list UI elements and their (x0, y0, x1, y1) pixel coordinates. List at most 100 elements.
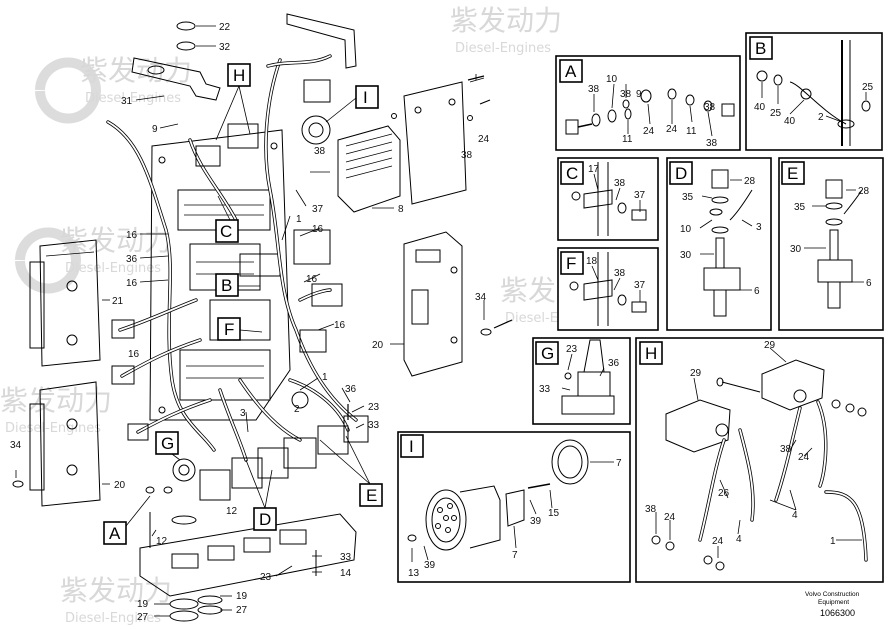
ecu-module (337, 74, 485, 213)
letter-box-e: E (366, 486, 377, 505)
letter-box-b: B (221, 276, 232, 295)
letter-box-d: D (259, 510, 271, 529)
callout: 40 (784, 116, 796, 127)
callout: 38 (780, 444, 792, 455)
wiring-harness (106, 54, 358, 462)
left-enclosure-lower (29, 381, 101, 507)
watermark-text: 紫发动力 (60, 224, 172, 257)
detail-letter-f: F (566, 254, 576, 273)
callout: 34 (475, 292, 487, 303)
callout: 4 (736, 534, 742, 545)
callout: 23 (566, 344, 578, 355)
callout: 27 (137, 612, 149, 623)
callout: 7 (616, 458, 622, 469)
detail-panel-d: D 28 35 10 3 30 6 (666, 157, 772, 331)
callout: 11 (622, 134, 633, 145)
callout: 33 (539, 384, 551, 395)
callout: 38 (620, 89, 632, 100)
footer-block: Volvo Construction Equipment 1066300 (805, 591, 860, 618)
top-bracket (131, 13, 357, 101)
letter-box-c: C (220, 222, 232, 241)
callout: 19 (137, 599, 149, 610)
callout: 30 (680, 250, 692, 261)
callout: 6 (866, 278, 872, 289)
callout: 25 (862, 82, 874, 93)
footer-division: Equipment (818, 599, 849, 606)
callout: 38 (704, 102, 716, 113)
callout: 36 (126, 254, 138, 265)
callout: 1 (322, 372, 328, 383)
upper-bracket (286, 13, 357, 69)
watermark-logo-icon (35, 57, 101, 124)
watermark-sub: Diesel-Engines (65, 261, 161, 276)
callout: 16 (128, 349, 140, 360)
callout: 26 (718, 488, 730, 499)
callout: 24 (478, 134, 490, 145)
clamp-strap (789, 81, 847, 125)
callout: 9 (152, 124, 158, 135)
callout: 38 (588, 84, 600, 95)
callout: 36 (608, 358, 620, 369)
callout: 24 (666, 124, 678, 135)
callout: 24 (798, 452, 810, 463)
gasket-plate (139, 512, 357, 622)
callout: 16 (126, 278, 138, 289)
letter-box-i: I (363, 88, 368, 107)
mounting-flange (505, 489, 525, 527)
callout: 24 (664, 512, 676, 523)
callout: 25 (770, 108, 782, 119)
watermark-sub: Diesel-Engines (85, 91, 181, 106)
callout: 40 (754, 102, 766, 113)
callout: 33 (340, 552, 352, 563)
callout: 12 (226, 506, 238, 517)
callout: 17 (588, 164, 600, 175)
relay-left (665, 399, 731, 453)
callout: 37 (634, 280, 646, 291)
left-enclosure-upper (29, 239, 101, 367)
washer (176, 21, 196, 31)
locking-ring (551, 439, 589, 485)
callout: 29 (764, 340, 776, 351)
detail-panel-b: B 25 40 25 40 2 (745, 32, 883, 151)
relay-right (761, 359, 825, 411)
detail-letter-e: E (787, 164, 798, 183)
callout: 38 (614, 178, 626, 189)
callout: 20 (372, 340, 384, 351)
callout: 15 (548, 508, 560, 519)
detail-panel-e: E 28 35 30 6 (778, 157, 884, 331)
callout: 10 (680, 224, 692, 235)
letter-box-g: G (161, 434, 174, 453)
watermark-text: 紫发动力 (0, 384, 112, 417)
callout: 13 (408, 568, 420, 579)
callout: 23 (368, 402, 380, 413)
letter-box-h: H (233, 66, 245, 85)
callout: 31 (121, 96, 133, 107)
callout: 38 (706, 138, 718, 149)
callout: 16 (334, 320, 346, 331)
callout: 30 (790, 244, 802, 255)
callout: 1 (296, 214, 302, 225)
callout: 24 (712, 536, 724, 547)
callout: 12 (156, 536, 168, 547)
callout: 20 (114, 480, 126, 491)
detail-letter-a: A (565, 62, 577, 81)
ecu-bracket (403, 81, 467, 205)
main-assembly: 22 32 31 9 38 24 38 37 8 16 36 16 16 16 … (10, 13, 513, 623)
callout: 10 (606, 74, 618, 85)
footer-company: Volvo Construction (805, 591, 860, 598)
callout: 38 (614, 268, 626, 279)
harness-connectors (111, 79, 369, 501)
callout: 3 (240, 408, 246, 419)
watermark-logo-icon (15, 227, 81, 294)
detail-panel-a: A 38 10 38 9 11 24 24 11 38 38 (555, 55, 741, 151)
round-connector (301, 115, 331, 145)
callout: 29 (690, 368, 702, 379)
callout: 38 (645, 504, 657, 515)
callout: 9 (636, 89, 642, 100)
grommet (172, 458, 196, 482)
callout: 1 (830, 536, 836, 547)
detail-panel-c: C 17 38 37 (557, 157, 659, 241)
detail-letter-h: H (645, 344, 657, 363)
clip (583, 189, 613, 209)
